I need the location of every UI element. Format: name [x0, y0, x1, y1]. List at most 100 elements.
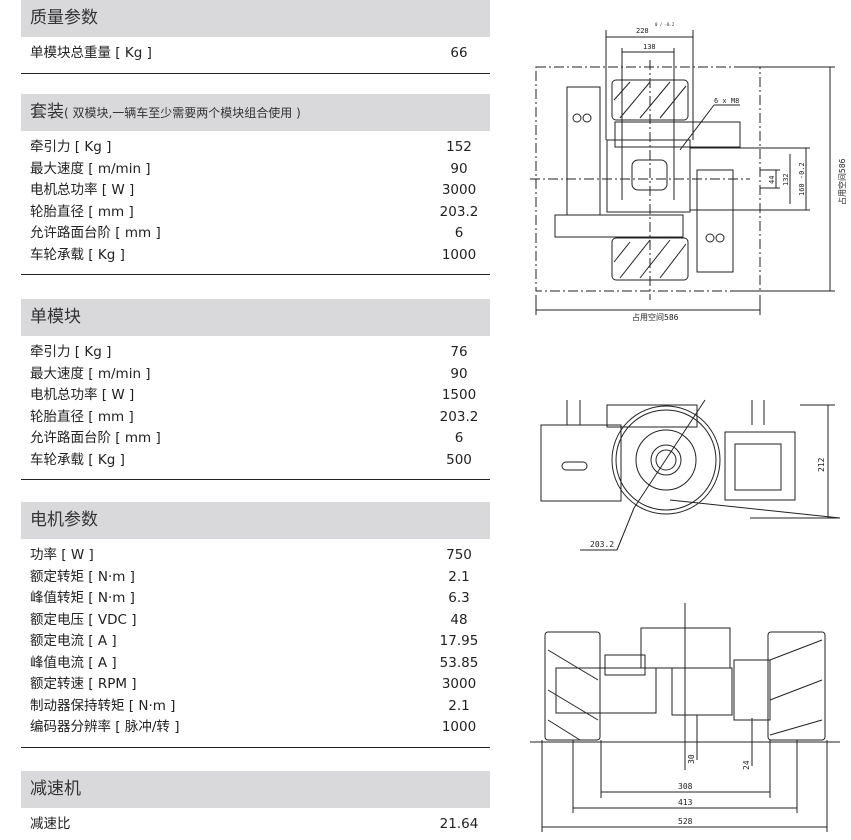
param-row: 额定电流 [ A ]17.95 — [21, 631, 490, 653]
param-row: 允许路面台阶 [ mm ] 6 — [21, 428, 490, 450]
param-row: 编码器分辨率 [ 脉冲/转 ] 1000 — [21, 717, 490, 739]
param-label: 最大速度 [ m/min ] — [30, 160, 151, 177]
param-label: 额定转速 [ RPM ] — [30, 676, 137, 692]
param-label: 峰值转矩 [ N·m ] — [30, 590, 135, 606]
param-value: 203.2 — [439, 408, 479, 425]
param-row: 电机总功率 [ W ] 3000 — [21, 180, 490, 202]
motor-body — [555, 667, 657, 714]
param-label: 允许路面台阶 [ mm ] — [30, 225, 161, 241]
section-title: 质量参数 — [21, 0, 490, 37]
section-note: ( 双模块,一辆车至少需要两个模块组合使用 ) — [64, 106, 301, 120]
space-vertical: 占用空间586 — [837, 158, 847, 205]
param-value: 17.95 — [439, 633, 479, 649]
param-value: 203.2 — [439, 203, 479, 220]
motor-housing — [540, 424, 622, 502]
param-row: 额定转速 [ RPM ] 3000 — [21, 674, 490, 696]
param-label: 允许路面台阶 [ mm ] — [30, 430, 161, 446]
dim-212: 212 — [817, 457, 826, 472]
section-kit: 套装( 双模块,一辆车至少需要两个模块组合使用 ) 牵引力 [ Kg ]152 … — [21, 94, 490, 275]
param-row: 牵引力 [ Kg ] 76 — [21, 342, 490, 364]
param-value: 48 — [450, 611, 468, 628]
param-label: 车轮承载 [ Kg ] — [30, 451, 125, 468]
param-value: 1000 — [441, 719, 477, 735]
param-label: 额定电压 [ VDC ] — [30, 611, 137, 628]
param-row: 最大速度 [ m/min ]90 — [21, 159, 490, 181]
dim-44: 44 — [768, 176, 776, 184]
param-value: 6 — [454, 430, 464, 446]
param-value: 6.3 — [448, 590, 470, 606]
space-horizontal: 占用空间586 — [632, 312, 679, 322]
dim-228: 228 — [636, 27, 649, 35]
front-view-drawing — [530, 603, 840, 832]
bolt-note: 6 x M8 — [714, 97, 739, 105]
wheel-right — [767, 631, 826, 741]
gearbox-housing — [724, 431, 796, 501]
param-row: 峰值转矩 [ N·m ] 6.3 — [21, 588, 490, 610]
section-title: 单模块 — [21, 299, 490, 336]
param-value: 1000 — [441, 246, 477, 263]
param-row: 允许路面台阶 [ mm ] 6 — [21, 223, 490, 245]
dim-132: 132 — [782, 173, 790, 186]
param-row: 轮胎直径 [ mm ] 203.2 — [21, 202, 490, 224]
param-row: 额定转矩 [ N·m ] 2.1 — [21, 567, 490, 589]
wheel — [611, 405, 721, 515]
param-value: 3000 — [441, 676, 477, 692]
param-label: 单模块总重量 [ Kg ] — [30, 45, 152, 61]
param-value: 21.64 — [439, 816, 479, 832]
dim-30: 30 — [687, 754, 696, 764]
param-row: 轮胎直径 [ mm ] 203.2 — [21, 407, 490, 429]
param-value: 2.1 — [448, 697, 470, 714]
param-label: 牵引力 [ Kg ] — [30, 344, 112, 360]
dim-138: 138 — [643, 43, 656, 51]
param-row: 减速比 21.64 — [21, 814, 490, 836]
param-label: 最大速度 [ m/min ] — [30, 365, 151, 382]
motor-right — [696, 169, 734, 273]
param-row: 车轮承载 [ Kg ] 1000 — [21, 245, 490, 267]
param-label: 制动器保持转矩 [ N·m ] — [30, 697, 176, 714]
side-view-drawing — [540, 399, 841, 551]
dim-528: 528 — [678, 817, 693, 826]
section-mass: 质量参数 单模块总重量 [ Kg ]66 — [21, 0, 490, 74]
dim-308: 308 — [678, 782, 693, 791]
param-value: 6 — [454, 225, 464, 241]
dim-228-tol: 0 / -0.2 — [655, 22, 675, 27]
param-label: 牵引力 [ Kg ] — [30, 139, 112, 155]
section-title: 套装 — [30, 102, 64, 122]
param-value: 152 — [446, 139, 472, 155]
plate-top — [614, 121, 741, 148]
param-value: 76 — [450, 344, 468, 360]
param-value: 1500 — [441, 387, 477, 403]
section-title: 减速机 — [21, 771, 490, 808]
param-label: 轮胎直径 [ mm ] — [30, 408, 134, 425]
dim-413: 413 — [678, 798, 693, 807]
param-label: 车轮承载 [ Kg ] — [30, 246, 125, 263]
motor-left — [566, 86, 601, 216]
param-label: 额定转矩 [ N·m ] — [30, 568, 135, 585]
param-row: 电机总功率 [ W ] 1500 — [21, 385, 490, 407]
param-row: 功率 [ W ] 750 — [21, 545, 490, 567]
section-motor: 电机参数 功率 [ W ] 750 额定转矩 [ N·m ] 2.1 峰值转矩 [ … — [21, 502, 490, 748]
center-body — [606, 139, 691, 213]
param-label: 电机总功率 [ W ] — [30, 182, 135, 198]
top-view-drawing — [530, 30, 835, 315]
param-row: 制动器保持转矩 [ N·m ] 2.1 — [21, 696, 490, 718]
param-row: 额定电压 [ VDC ] 48 — [21, 610, 490, 632]
dim-24: 24 — [742, 760, 751, 770]
section-title: 电机参数 — [21, 502, 490, 539]
param-value: 750 — [446, 547, 472, 563]
param-row: 牵引力 [ Kg ] 152 — [21, 137, 490, 159]
param-value: 53.85 — [439, 654, 479, 671]
param-label: 轮胎直径 [ mm ] — [30, 203, 134, 220]
param-label: 减速比 — [30, 816, 71, 832]
section-reducer: 减速机 减速比 21.64 — [21, 771, 490, 836]
param-value: 90 — [450, 365, 468, 382]
technical-drawings: 228 0 / -0.2 138 6 x M8 44 132 160 -0.2 … — [530, 22, 847, 832]
param-value: 500 — [446, 451, 472, 468]
param-label: 功率 [ W ] — [30, 547, 94, 563]
param-value: 3000 — [441, 182, 477, 198]
param-row: 单模块总重量 [ Kg ]66 — [21, 43, 490, 65]
param-value: 2.1 — [448, 568, 470, 585]
param-label: 编码器分辨率 [ 脉冲/转 ] — [30, 719, 180, 735]
param-row: 最大速度 [ m/min ] 90 — [21, 364, 490, 386]
param-label: 电机总功率 [ W ] — [30, 387, 135, 403]
